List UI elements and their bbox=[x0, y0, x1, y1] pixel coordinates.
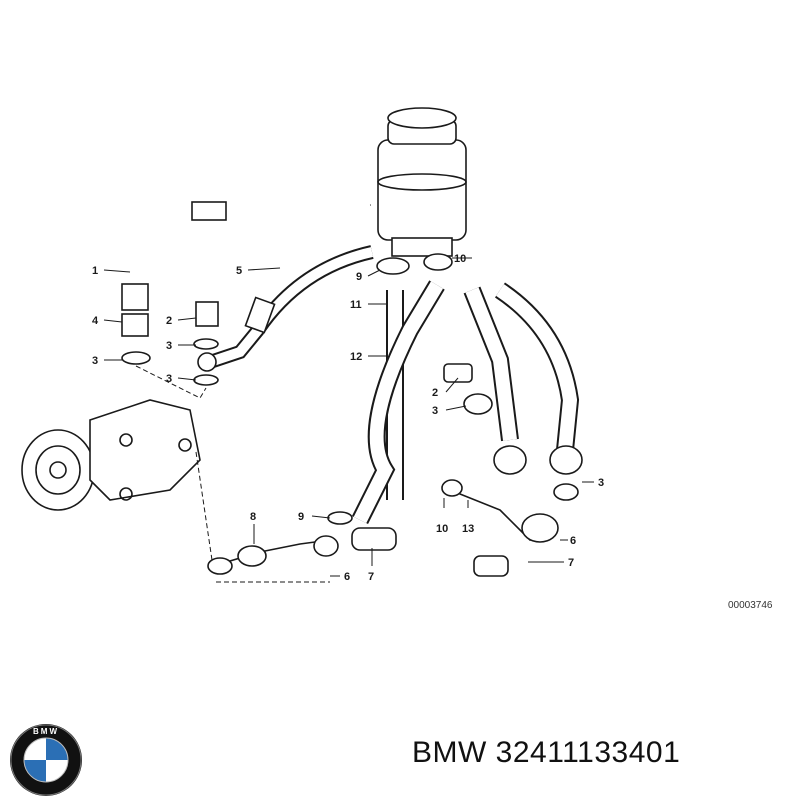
callout-11: 11 bbox=[350, 299, 362, 311]
callout-13: 13 bbox=[462, 523, 474, 535]
callout-5: 5 bbox=[236, 265, 242, 277]
bmw-logo: BMW bbox=[10, 724, 82, 796]
assembly-lines bbox=[135, 365, 330, 583]
cooler-hoses bbox=[443, 282, 583, 501]
callout-2: 2 bbox=[166, 315, 172, 327]
callout-7: 7 bbox=[568, 557, 574, 569]
fittings-left bbox=[121, 301, 219, 386]
part-number-title: BMW 32411133401 bbox=[412, 736, 680, 770]
pressure-hose bbox=[121, 200, 371, 311]
callout-6: 6 bbox=[344, 571, 350, 583]
fluid-reservoir bbox=[377, 107, 467, 257]
callout-3: 3 bbox=[166, 340, 172, 352]
part-number: 32411133401 bbox=[495, 736, 681, 769]
callout-3: 3 bbox=[166, 373, 172, 385]
callout-3: 3 bbox=[598, 477, 604, 489]
brand-name: BMW bbox=[412, 736, 487, 769]
logo-lettering: BMW bbox=[33, 727, 59, 736]
diagram-reference-number: 00003746 bbox=[728, 600, 773, 611]
return-hose bbox=[207, 245, 374, 369]
callout-8: 8 bbox=[250, 511, 256, 523]
leader-lines bbox=[103, 257, 594, 577]
callout-9: 9 bbox=[356, 271, 362, 283]
callout-9: 9 bbox=[298, 511, 304, 523]
callout-10: 10 bbox=[436, 523, 448, 535]
callout-2: 2 bbox=[432, 387, 438, 399]
callout-labels: 1 4 3 2 3 3 5 9 11 12 10 2 3 3 8 9 10 13… bbox=[92, 253, 604, 583]
steering-pump bbox=[21, 399, 201, 511]
callout-10: 10 bbox=[454, 253, 466, 265]
callout-4: 4 bbox=[92, 315, 99, 327]
callout-1: 1 bbox=[92, 265, 98, 277]
callout-3: 3 bbox=[92, 355, 98, 367]
banjo-lines bbox=[207, 479, 559, 577]
callout-3: 3 bbox=[432, 405, 438, 417]
callout-7: 7 bbox=[368, 571, 374, 583]
suction-hoses bbox=[351, 253, 453, 525]
callout-6: 6 bbox=[570, 535, 576, 547]
callout-12: 12 bbox=[350, 351, 362, 363]
